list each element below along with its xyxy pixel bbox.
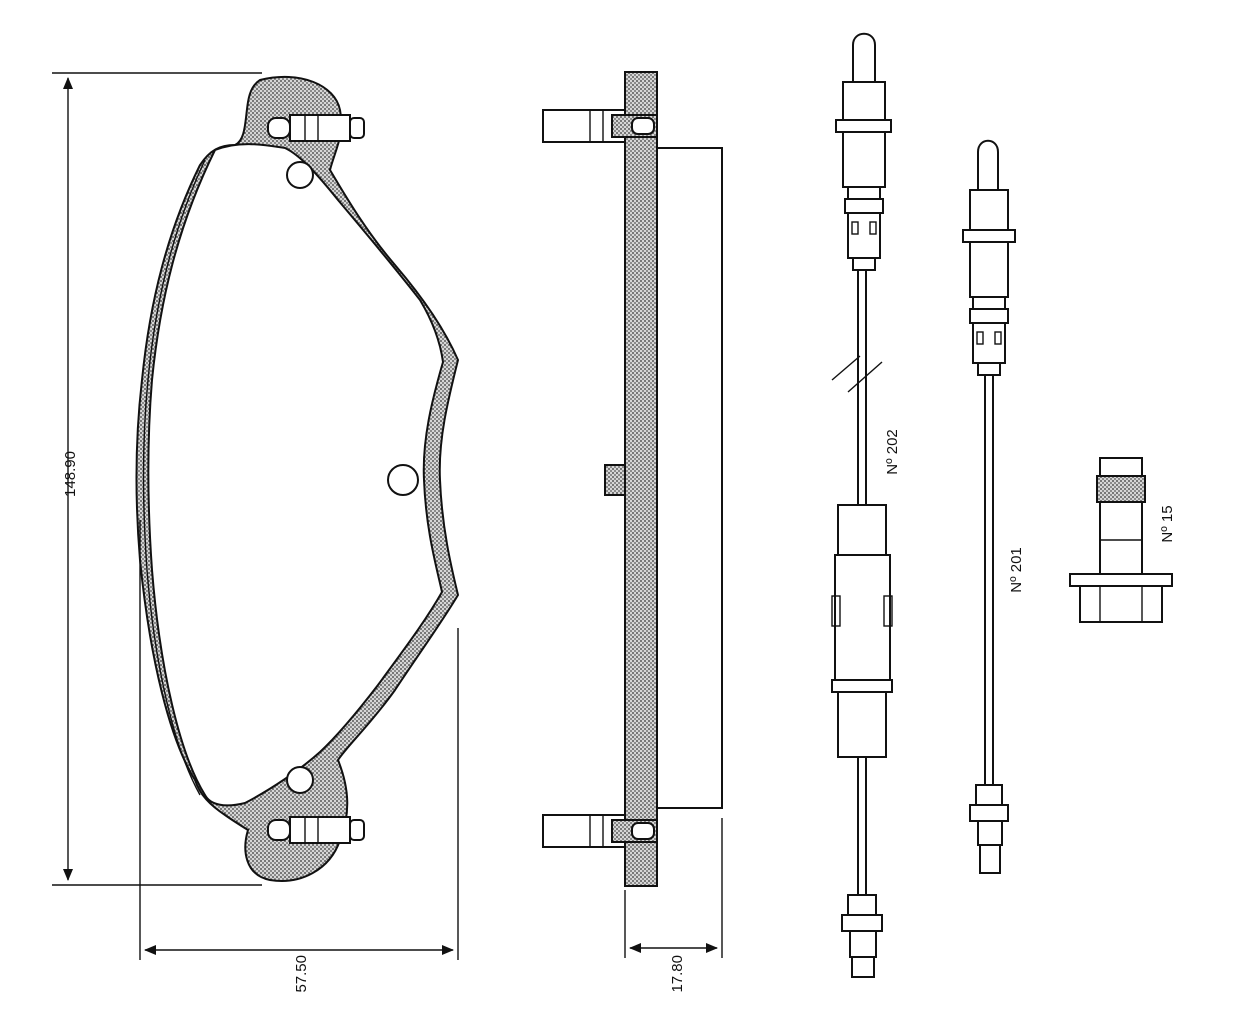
friction-lining <box>147 143 445 807</box>
lining-edge <box>142 159 206 796</box>
bottom-ear-hole <box>286 766 314 794</box>
thickness-dimension: 17.80 <box>624 818 723 993</box>
thickness-label: 17.80 <box>669 955 686 993</box>
height-label: 148.90 <box>62 451 79 497</box>
top-slot <box>267 117 291 139</box>
wear-sensor-long: Nº 202 <box>831 32 901 978</box>
brake-pad-front-view <box>135 75 460 882</box>
top-ear-hole <box>286 161 314 189</box>
height-dimension: 148.90 <box>52 72 262 886</box>
side-top-clip <box>542 109 658 143</box>
center-indicator <box>387 464 419 496</box>
bolt-label: Nº 15 <box>1159 505 1176 542</box>
mounting-bolt: Nº 15 <box>1069 457 1176 623</box>
side-bottom-clip <box>542 814 658 848</box>
sensor-202-label: Nº 202 <box>884 429 901 475</box>
width-dimension: 57.50 <box>139 520 459 993</box>
sensor-201-label: Nº 201 <box>1008 547 1025 593</box>
side-center-lug <box>604 464 626 496</box>
top-clip <box>289 114 365 142</box>
bottom-slot <box>267 819 291 841</box>
brake-pad-side-view <box>542 71 723 887</box>
bottom-clip <box>289 816 365 844</box>
width-label: 57.50 <box>293 955 310 993</box>
side-friction-block <box>656 147 723 809</box>
side-backing-plate <box>624 71 658 887</box>
wear-sensor-short: Nº 201 <box>962 139 1025 874</box>
